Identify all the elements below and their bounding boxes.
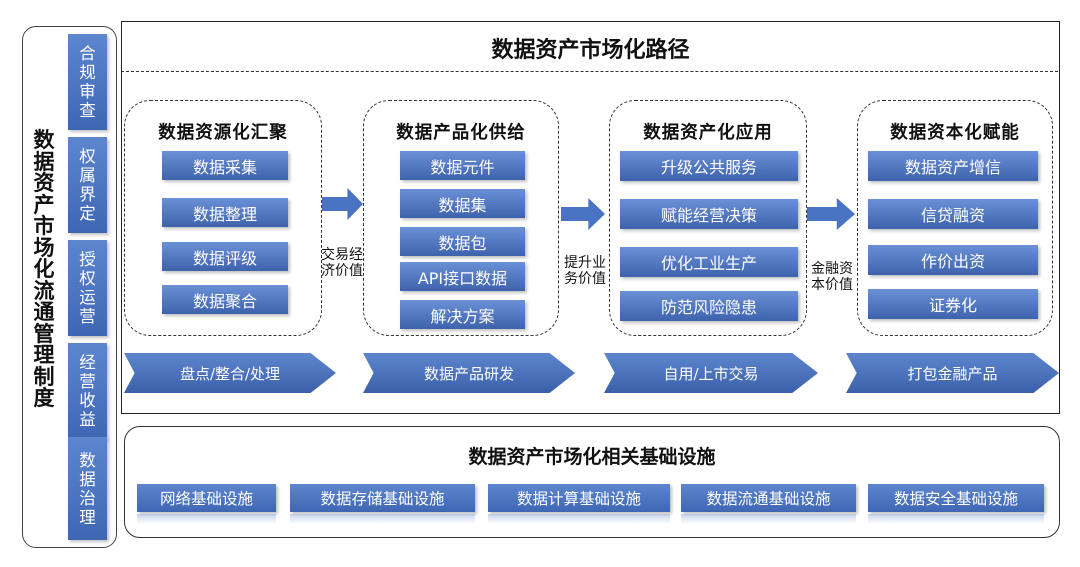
infra-reflection [681,514,856,524]
left-item-authorized-operation: 授权运营 [68,240,107,336]
left-item-compliance-review: 合规审查 [68,34,107,130]
group-item: 数据整理 [162,198,288,227]
group-item: 赋能经营决策 [620,199,798,229]
market-path-frame [121,21,1060,414]
market-path-title: 数据资产市场化路径 [491,38,690,63]
group-item: 解决方案 [400,300,525,329]
group-item: 防范风险隐患 [620,291,798,321]
arrow-label: 提升业务价值 [564,255,606,287]
group-item: 升级公共服务 [620,151,798,181]
management-system-panel [22,26,117,548]
group-item: 证券化 [868,289,1038,319]
group-title: 数据资产化应用 [643,123,773,143]
stage-chevron: 自用/上市交易 [604,353,818,393]
group-item: 数据评级 [162,242,288,271]
infra-item-compute: 数据计算基础设施 [488,484,670,512]
group-item: 数据包 [400,227,525,256]
group-resource-aggregation [124,100,322,336]
left-item-operating-income: 经营收益 [68,343,107,439]
group-item: 数据集 [400,189,525,218]
stage-chevron: 打包金融产品 [846,353,1059,393]
infrastructure-panel [124,426,1060,538]
stage-chevron: 数据产品研发 [363,353,575,393]
infra-item-storage: 数据存储基础设施 [290,484,475,512]
group-item: 数据资产增信 [868,151,1038,181]
group-title: 数据产品化供给 [396,123,526,143]
infra-reflection [290,514,475,524]
arrow-label: 金融资本价值 [811,261,853,293]
group-item: 信贷融资 [868,199,1038,229]
stage-chevron: 盘点/整合/处理 [124,353,336,393]
infra-reflection [488,514,670,524]
title-divider [121,71,1058,72]
group-item: API接口数据 [400,262,525,291]
infra-item-network: 网络基础设施 [137,484,276,512]
arrow-label: 交易经济价值 [321,247,363,279]
group-capital-empowerment [857,100,1053,336]
group-product-supply [363,100,559,336]
group-item: 优化工业生产 [620,247,798,277]
group-item: 作价出资 [868,245,1038,275]
infrastructure-title: 数据资产市场化相关基础设施 [468,446,716,468]
left-item-ownership-definition: 权属界定 [68,137,107,233]
infra-item-circulation: 数据流通基础设施 [681,484,856,512]
group-title: 数据资源化汇聚 [158,123,288,143]
infra-item-security: 数据安全基础设施 [868,484,1044,512]
infra-reflection [868,514,1044,524]
group-item: 数据采集 [162,151,288,180]
management-system-title: 数据资产市场化流通管理制度 [33,128,55,410]
infra-reflection [137,514,276,524]
group-item: 数据元件 [400,151,525,180]
group-title: 数据资本化赋能 [890,123,1020,143]
group-asset-application [609,100,807,336]
left-item-data-governance: 数据治理 [68,437,107,540]
group-item: 数据聚合 [162,285,288,314]
